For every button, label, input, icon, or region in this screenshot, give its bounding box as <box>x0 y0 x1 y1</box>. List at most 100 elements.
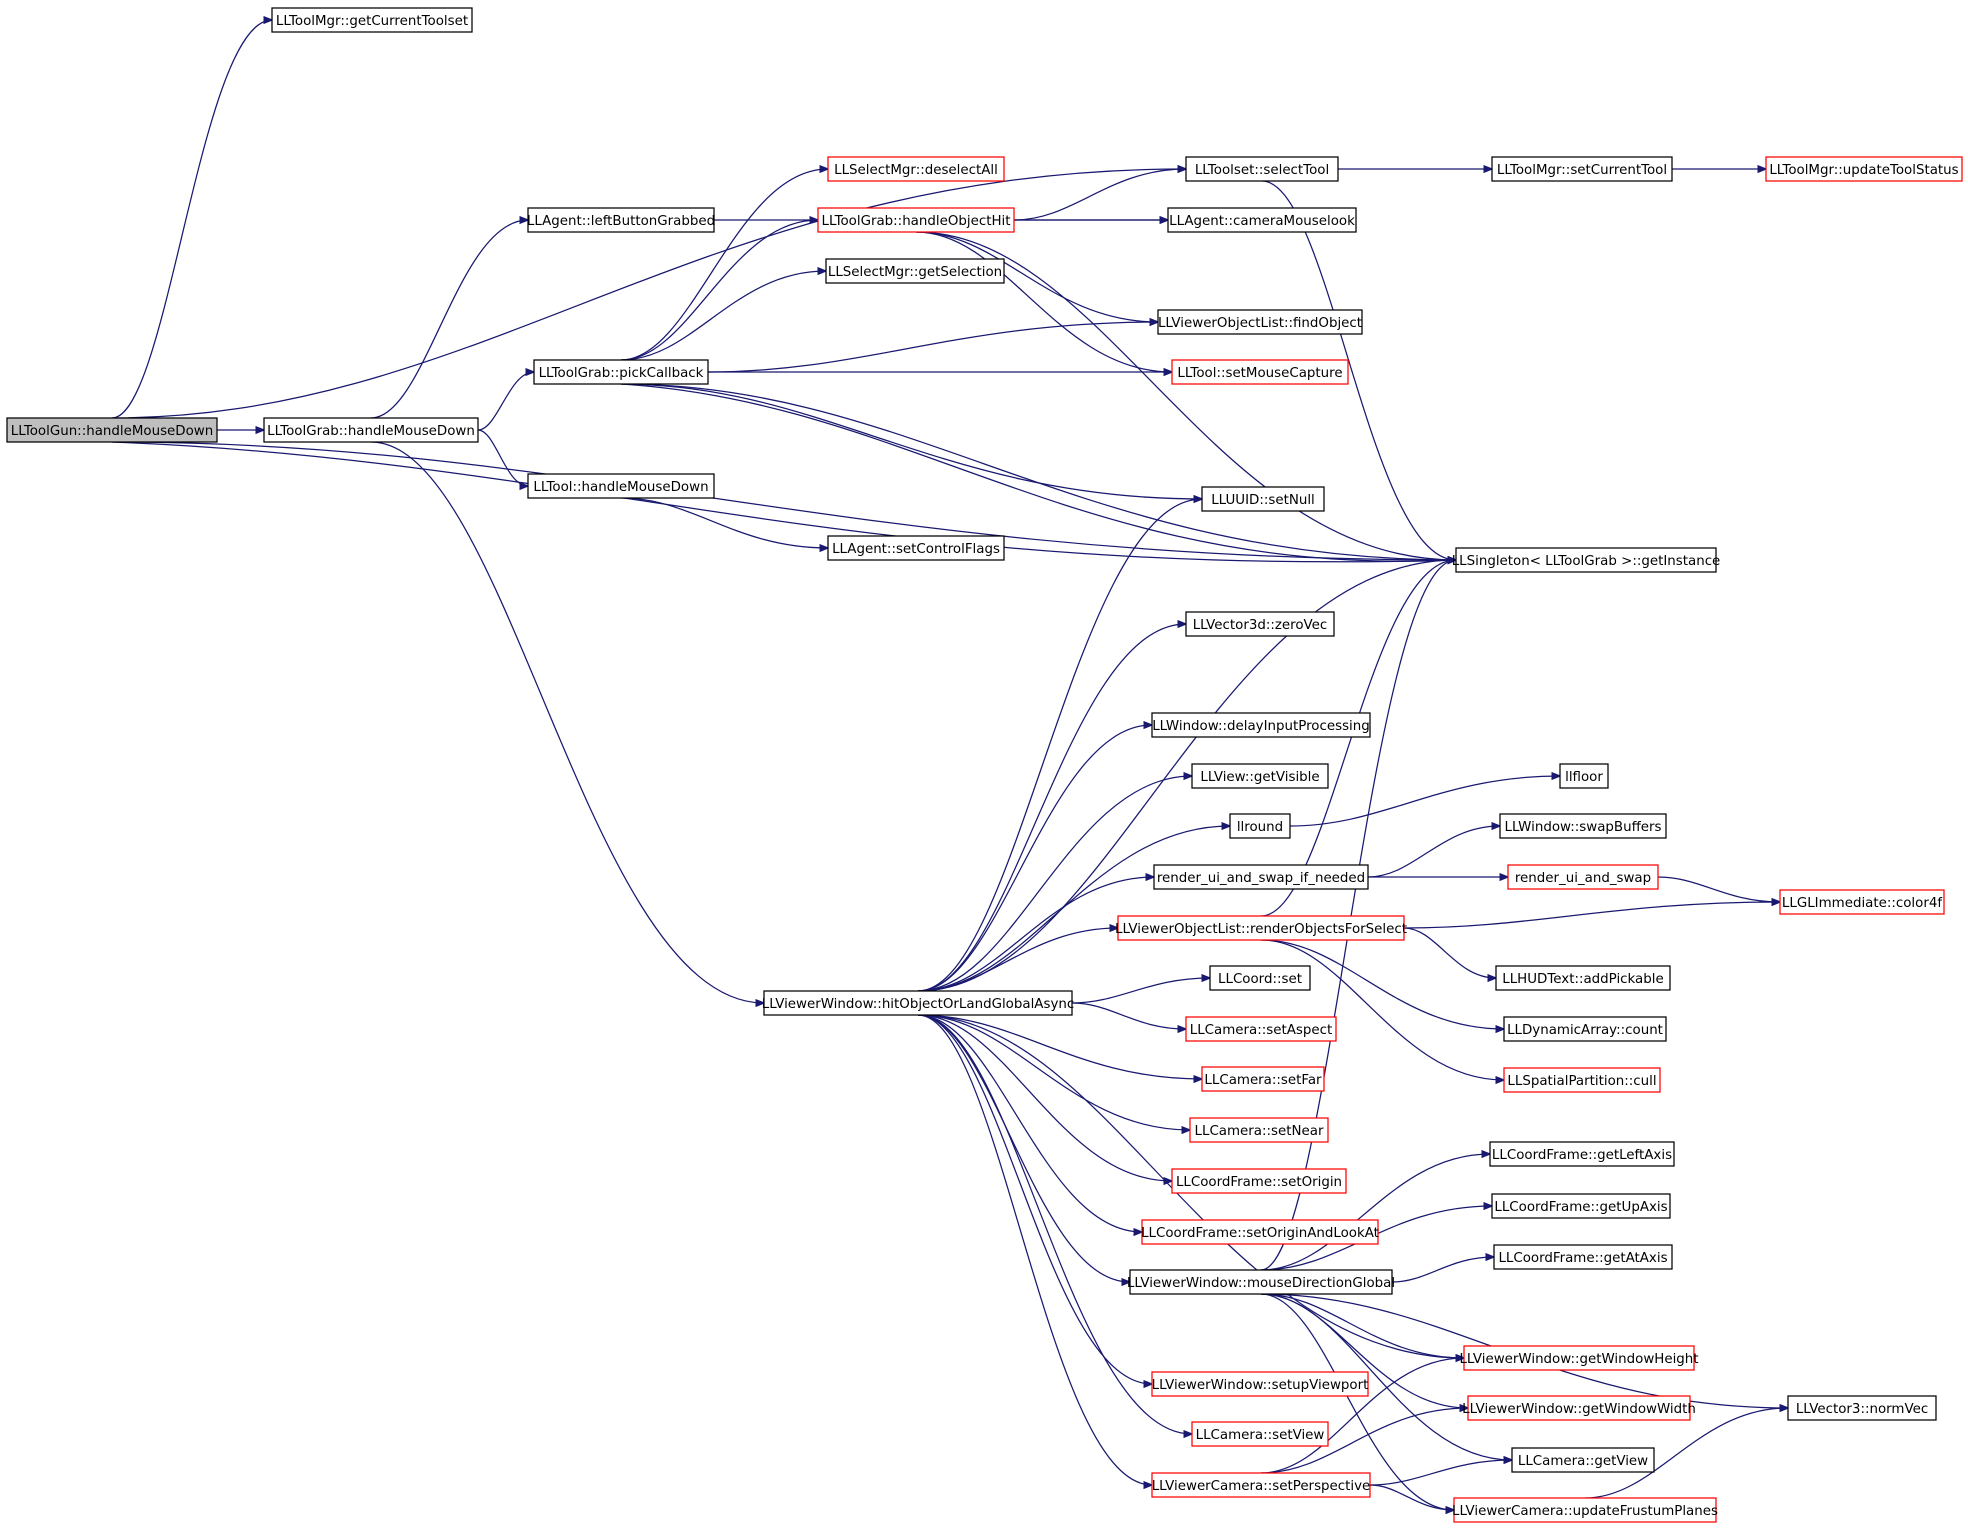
node-llfloor[interactable]: llfloor <box>1559 763 1609 789</box>
node-llagent-cameramouselook[interactable]: LLAgent::cameraMouselook <box>1167 207 1357 233</box>
node-lltoolmgr-getcurrenttoolset[interactable]: LLToolMgr::getCurrentToolset <box>271 7 473 33</box>
node-llviewerobjectlist-renderobjectsforselect[interactable]: LLViewerObjectList::renderObjectsForSele… <box>1115 915 1407 941</box>
node-llwindow-swapbuffers[interactable]: LLWindow::swapBuffers <box>1499 813 1667 839</box>
node-box <box>1209 965 1311 991</box>
node-lltool-handlemousedown[interactable]: LLTool::handleMouseDown <box>527 473 715 499</box>
node-llagent-leftbuttongrabbed[interactable]: LLAgent::leftButtonGrabbed <box>527 207 715 233</box>
node-box <box>1489 1141 1675 1167</box>
node-box <box>6 417 218 443</box>
node-llcoordframe-setoriginandlookat[interactable]: LLCoordFrame::setOriginAndLookAt <box>1141 1219 1379 1245</box>
edge-arrow <box>1071 1002 1186 1029</box>
node-llselectmgr-getselection[interactable]: LLSelectMgr::getSelection <box>825 258 1005 284</box>
node-llcoordframe-getleftaxis[interactable]: LLCoordFrame::getLeftAxis <box>1489 1141 1675 1167</box>
edge-arrow <box>1260 560 1456 1271</box>
node-llviewercamera-setperspective[interactable]: LLViewerCamera::setPerspective <box>1151 1472 1371 1498</box>
node-lltoolgrab-pickcallback[interactable]: LLToolGrab::pickCallback <box>533 359 709 385</box>
edge-arrow <box>917 1014 1202 1079</box>
edge-arrow <box>917 776 1192 992</box>
node-box <box>1491 156 1673 182</box>
node-label: LLAgent::cameraMouselook <box>1169 214 1355 229</box>
edge-arrow <box>1260 1293 1512 1460</box>
node-lltoolmgr-setcurrenttool[interactable]: LLToolMgr::setCurrentTool <box>1491 156 1673 182</box>
node-label: LLAgent::leftButtonGrabbed <box>527 214 715 229</box>
node-llcamera-getview[interactable]: LLCamera::getView <box>1511 1447 1655 1473</box>
node-llviewerwindow-setupviewport[interactable]: LLViewerWindow::setupViewport <box>1151 1371 1369 1397</box>
node-llcamera-setaspect[interactable]: LLCamera::setAspect <box>1185 1016 1337 1042</box>
edge-arrow <box>917 1014 1142 1232</box>
node-lluuid-setnull[interactable]: LLUUID::setNull <box>1201 486 1325 512</box>
edge-arrow <box>1657 876 1780 902</box>
node-lltoolset-selecttool[interactable]: LLToolset::selectTool <box>1185 156 1339 182</box>
node-box <box>1151 1472 1371 1498</box>
node-llhudtext-addpickable[interactable]: LLHUDText::addPickable <box>1495 965 1671 991</box>
node-llround[interactable]: llround <box>1229 813 1291 839</box>
node-label: LLCoordFrame::setOrigin <box>1176 1175 1342 1190</box>
node-llviewerobjectlist-findobject[interactable]: LLViewerObjectList::findObject <box>1157 309 1363 335</box>
node-label: LLAgent::setControlFlags <box>832 542 1000 557</box>
node-box <box>1787 1395 1937 1421</box>
node-label: LLVector3::normVec <box>1796 1402 1928 1417</box>
node-llviewerwindow-getwindowwidth[interactable]: LLViewerWindow::getWindowWidth <box>1462 1395 1696 1421</box>
node-llviewerwindow-mousedirectionglobal[interactable]: LLViewerWindow::mouseDirectionGlobal <box>1127 1269 1395 1295</box>
node-box <box>1117 915 1405 941</box>
node-llwindow-delayinputprocessing[interactable]: LLWindow::delayInputProcessing <box>1151 712 1371 738</box>
node-llsingleton-lltoolgrab-getinstance[interactable]: LLSingleton< LLToolGrab >::getInstance <box>1452 547 1721 573</box>
node-box <box>1185 156 1339 182</box>
node-llviewerwindow-hitobjectorlandglobalasync[interactable]: LLViewerWindow::hitObjectOrLandGlobalAsy… <box>762 990 1074 1016</box>
node-label: LLViewerObjectList::findObject <box>1158 316 1362 331</box>
edge-arrow <box>1369 1484 1454 1510</box>
node-llvector3d-zerovec[interactable]: LLVector3d::zeroVec <box>1185 611 1335 637</box>
edge-arrow <box>620 169 828 361</box>
node-llglimmediate-color4f[interactable]: LLGLImmediate::color4f <box>1779 889 1945 915</box>
node-box <box>271 7 473 33</box>
node-llcamera-setview[interactable]: LLCamera::setView <box>1191 1421 1329 1447</box>
node-label: LLWindow::swapBuffers <box>1504 820 1661 835</box>
node-box <box>1153 864 1369 890</box>
node-label: LLDynamicArray::count <box>1507 1023 1663 1038</box>
node-llviewercamera-updatefrustumplanes[interactable]: LLViewerCamera::updateFrustumPlanes <box>1452 1497 1718 1523</box>
edge-arrow <box>1403 902 1780 929</box>
node-label: LLHUDText::addPickable <box>1502 972 1663 987</box>
edge-arrow <box>917 1014 1192 1434</box>
node-lltoolgrab-handlemousedown[interactable]: LLToolGrab::handleMouseDown <box>263 417 479 443</box>
node-llvector3-normvec[interactable]: LLVector3::normVec <box>1787 1395 1937 1421</box>
edge-arrow <box>915 231 1456 560</box>
node-label: LLCoordFrame::setOriginAndLookAt <box>1141 1226 1379 1241</box>
node-box <box>1189 1117 1329 1143</box>
node-render-ui-and-swap[interactable]: render_ui_and_swap <box>1507 864 1659 890</box>
node-box <box>1559 763 1609 789</box>
node-render-ui-and-swap-if-needed[interactable]: render_ui_and_swap_if_needed <box>1153 864 1369 890</box>
edge-arrow <box>1260 939 1504 1080</box>
node-lltoolmgr-updatetoolstatus[interactable]: LLToolMgr::updateToolStatus <box>1765 156 1963 182</box>
node-llcoordframe-getataxis[interactable]: LLCoordFrame::getAtAxis <box>1493 1244 1673 1270</box>
node-llcoordframe-getupaxis[interactable]: LLCoordFrame::getUpAxis <box>1491 1193 1671 1219</box>
node-label: LLViewerCamera::setPerspective <box>1152 1479 1371 1494</box>
node-box <box>1151 1371 1369 1397</box>
node-llview-getvisible[interactable]: LLView::getVisible <box>1191 763 1329 789</box>
node-lltoolgrab-handleobjecthit[interactable]: LLToolGrab::handleObjectHit <box>817 207 1015 233</box>
node-llcamera-setfar[interactable]: LLCamera::setFar <box>1201 1066 1325 1092</box>
node-llspatialpartition-cull[interactable]: LLSpatialPartition::cull <box>1503 1067 1661 1093</box>
node-label: LLViewerWindow::hitObjectOrLandGlobalAsy… <box>762 997 1074 1012</box>
node-llcoordframe-setorigin[interactable]: LLCoordFrame::setOrigin <box>1171 1168 1347 1194</box>
node-label: LLView::getVisible <box>1200 770 1319 785</box>
node-llviewerwindow-getwindowheight[interactable]: LLViewerWindow::getWindowHeight <box>1459 1345 1699 1371</box>
edge-arrow <box>111 441 1456 562</box>
node-label: LLSelectMgr::deselectAll <box>834 163 998 178</box>
node-llcamera-setnear[interactable]: LLCamera::setNear <box>1189 1117 1329 1143</box>
node-label: LLViewerObjectList::renderObjectsForSele… <box>1115 922 1407 937</box>
node-lltool-setmousecapture[interactable]: LLTool::setMouseCapture <box>1171 359 1349 385</box>
node-label: LLCamera::setFar <box>1204 1073 1322 1088</box>
node-lltoolgun-handlemousedown[interactable]: LLToolGun::handleMouseDown <box>6 417 218 443</box>
edge-arrow <box>370 441 764 1003</box>
node-box <box>1493 1244 1673 1270</box>
node-lldynamicarray-count[interactable]: LLDynamicArray::count <box>1503 1016 1667 1042</box>
edge-arrow <box>917 624 1186 992</box>
node-llcoord-set[interactable]: LLCoord::set <box>1209 965 1311 991</box>
node-llagent-setcontrolflags[interactable]: LLAgent::setControlFlags <box>827 535 1005 561</box>
node-label: LLViewerWindow::mouseDirectionGlobal <box>1127 1276 1395 1291</box>
node-box <box>1151 712 1371 738</box>
node-label: LLToolGun::handleMouseDown <box>11 424 214 439</box>
node-llselectmgr-deselectall[interactable]: LLSelectMgr::deselectAll <box>827 156 1005 182</box>
node-label: LLToolGrab::pickCallback <box>539 366 704 381</box>
